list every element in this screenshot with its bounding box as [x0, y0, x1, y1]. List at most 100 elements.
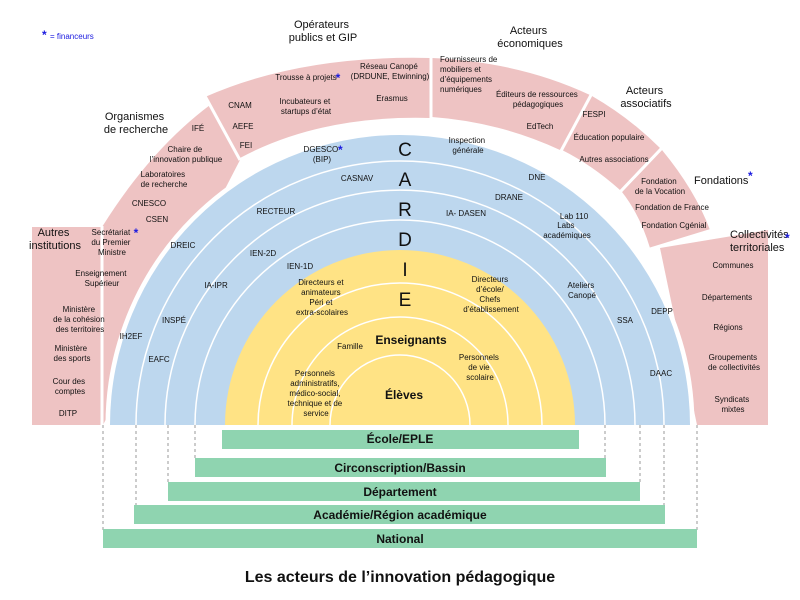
item-fei: FEI [240, 141, 252, 150]
item-ssa: SSA [617, 316, 634, 325]
item-fespi: FESPI [582, 110, 605, 119]
item-ministere-sports: Ministère des sports [54, 344, 91, 363]
item-personnels-vie-scolaire: Personnels de vie scolaire [459, 353, 501, 382]
sector-operateurs [205, 57, 430, 158]
item-reseau-canope: Réseau Canopé (DRDUNE, Etwinning) [351, 62, 430, 81]
item-regions: Régions [713, 323, 742, 332]
item-groupements: Groupements de collectivités [708, 353, 760, 372]
level-bars: École/EPLE Circonscription/Bassin Départ… [103, 430, 697, 548]
header-organismes-recherche: Organismes de recherche [104, 111, 168, 136]
item-fondation-france: Fondation de France [635, 203, 709, 212]
item-drane: DRANE [495, 193, 523, 202]
item-depp: DEPP [651, 307, 673, 316]
level-bar-academie [134, 505, 665, 524]
header-acteurs-economiques: Acteurs économiques [497, 25, 563, 50]
item-inspe: INSPÉ [162, 316, 186, 325]
item-cnam: CNAM [228, 101, 252, 110]
item-cour-comptes: Cour des comptes [53, 377, 88, 396]
header-collectivites: Collectivités territoriales [730, 229, 792, 254]
item-trousse-projets: Trousse à projets [275, 73, 337, 82]
cardie-word: C A R D I E [398, 140, 412, 311]
item-aefe: AEFE [233, 122, 254, 131]
item-eleves: Élèves [385, 387, 423, 402]
item-secretariat: Secrétariat du Premier Ministre [91, 228, 132, 257]
level-bar-national [103, 529, 697, 548]
cardie-letter: A [399, 170, 412, 191]
financeur-star: * [336, 71, 341, 85]
financeur-star: * [748, 169, 753, 183]
item-incubateurs: Incubateurs et startups d’état [280, 97, 333, 116]
item-famille: Famille [337, 342, 363, 351]
item-ia-ipr: IA-IPR [204, 281, 228, 290]
item-autres-associations: Autres associations [579, 155, 648, 164]
level-label-national: National [376, 532, 423, 546]
item-fournisseurs: Fournisseurs de mobiliers et d’équipemen… [440, 55, 500, 94]
sector-acteurs-associatifs [562, 96, 660, 190]
item-casnav: CASNAV [341, 174, 374, 183]
item-fondation-vocation: Fondation de la Vocation [635, 177, 685, 196]
item-directeurs-animateurs: Directeurs et animateurs Péri et extra-s… [296, 278, 348, 317]
blue-ring-items: DGESCO (BIP) * Inspection générale CASNA… [120, 136, 673, 378]
cardie-letter: R [398, 200, 412, 221]
item-ife: IFÉ [192, 124, 204, 133]
category-headers: Autres institutions Organismes de recher… [29, 19, 792, 254]
level-label-academie: Académie/Région académique [313, 508, 487, 522]
yellow-zone [225, 250, 575, 426]
item-ateliers-canope: Ateliers Canopé [568, 281, 597, 300]
sector-autres-institutions [32, 227, 103, 425]
item-inspection-generale: Inspection générale [449, 136, 488, 155]
legend-text: = financeurs [50, 32, 94, 41]
cardie-letter: I [402, 260, 407, 281]
item-dgesco: DGESCO (BIP) [304, 145, 341, 164]
item-enseignement-superieur: Enseignement Supérieur [75, 269, 128, 288]
legend-star: * [42, 28, 47, 42]
item-dreic: DREIC [171, 241, 196, 250]
sector-fondations [622, 150, 710, 248]
level-label-circonscription: Circonscription/Bassin [334, 461, 465, 475]
item-personnels-administratifs: Personnels administratifs, médico-social… [288, 369, 345, 418]
level-connectors [102, 425, 698, 530]
item-recteur: RECTEUR [257, 207, 296, 216]
item-ih2ef: IH2EF [120, 332, 143, 341]
item-csen: CSEN [146, 215, 168, 224]
item-ien-1d: IEN-1D [287, 262, 313, 271]
header-autres-institutions: Autres institutions [29, 227, 81, 252]
financeur-star: * [338, 143, 343, 157]
financeur-star: * [785, 231, 790, 245]
item-ditp: DITP [59, 409, 77, 418]
yellow-zone-items: Directeurs et animateurs Péri et extra-s… [288, 275, 520, 418]
item-dne: DNE [529, 173, 546, 182]
item-eafc: EAFC [148, 355, 170, 364]
outer-ring-items: Secrétariat du Premier Ministre * Enseig… [53, 55, 760, 418]
item-education-populaire: Éducation populaire [574, 133, 645, 142]
item-erasmus: Erasmus [376, 94, 408, 103]
level-label-departement: Département [363, 485, 436, 499]
item-ministere-cohesion: Ministère de la cohésion des territoires [53, 305, 107, 334]
legend: * = financeurs [42, 28, 94, 42]
header-acteurs-associatifs: Acteurs associatifs [620, 85, 672, 110]
level-bar-circonscription [195, 458, 606, 477]
level-bar-departement [168, 482, 640, 501]
item-lab-110: Lab 110 [560, 212, 589, 221]
item-laboratoires: Laboratoires de recherche [141, 170, 188, 189]
item-departements: Départements [702, 293, 752, 302]
diagram-title: Les acteurs de l’innovation pédagogique [245, 569, 555, 586]
item-syndicats: Syndicats mixtes [715, 395, 752, 414]
sector-acteurs-economiques [432, 58, 590, 150]
cardie-letter: E [399, 290, 412, 311]
item-labs-academiques: Labs académiques [543, 221, 591, 240]
level-bar-ecole [222, 430, 579, 449]
item-edtech: EdTech [527, 122, 554, 131]
item-ien-2d: IEN-2D [250, 249, 276, 258]
level-label-ecole: École/EPLE [367, 431, 434, 446]
financeur-star: * [134, 226, 139, 240]
item-enseignants: Enseignants [375, 333, 447, 347]
cardie-letter: C [398, 140, 412, 161]
item-editeurs: Éditeurs de ressources pédagogiques [496, 90, 580, 109]
item-chaire-innovation: Chaire de l’innovation publique [150, 145, 223, 164]
item-cnesco: CNESCO [132, 199, 166, 208]
item-ia-dasen: IA- DASEN [446, 209, 486, 218]
item-fondation-cgenial: Fondation Cgénial [642, 221, 707, 230]
cardie-letter: D [398, 230, 412, 251]
